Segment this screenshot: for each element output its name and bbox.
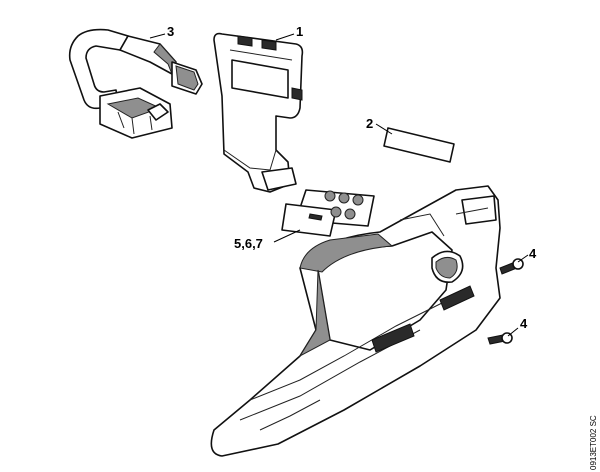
callout-3: 3 xyxy=(167,24,174,39)
label-part-2 xyxy=(383,127,455,163)
loop-handle-part-3 xyxy=(68,28,203,139)
housing-shell xyxy=(210,185,501,457)
leader-line-4-upper xyxy=(517,254,529,263)
leader-line-3 xyxy=(149,33,166,39)
callout-4-lower: 4 xyxy=(520,316,528,331)
callout-4-upper: 4 xyxy=(529,246,537,261)
callout-5-6-7: 5,6,7 xyxy=(234,236,263,251)
callout-2: 2 xyxy=(366,116,373,131)
drawing-code: 0913ET002 SC xyxy=(589,415,598,470)
leader-line-2 xyxy=(375,123,393,135)
warning-labels-part-5-6-7 xyxy=(281,189,375,237)
screw-lower-part-4 xyxy=(487,332,513,345)
leader-line-5-6-7 xyxy=(273,229,301,243)
grip-plate-part-1 xyxy=(213,32,304,193)
leader-line-4-lower xyxy=(507,327,519,337)
screw-upper-part-4 xyxy=(499,258,524,275)
callout-1: 1 xyxy=(296,24,303,39)
leader-line-1 xyxy=(275,33,295,41)
